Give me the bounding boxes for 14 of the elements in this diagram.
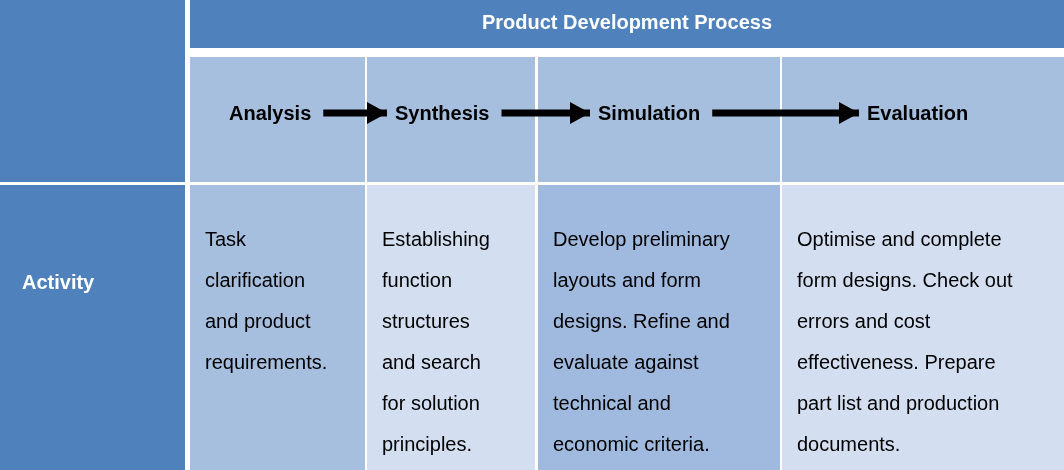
stage-label: Simulation bbox=[598, 101, 701, 125]
activity-text: Establishing function structures and search for solution principles. bbox=[367, 185, 535, 470]
activity-text: Task clarification and product requirements. bbox=[190, 185, 365, 470]
row-header: Activity bbox=[0, 185, 185, 470]
arrow bbox=[712, 102, 859, 124]
title-band: Product Development Process bbox=[190, 0, 1064, 48]
activity-text: Develop preliminary layouts and form designs. Refine and evaluate against technical and economic criteria. bbox=[538, 185, 780, 470]
header-cell bbox=[0, 0, 185, 182]
stage-label: Evaluation bbox=[867, 101, 969, 125]
stage-label: Synthesis bbox=[395, 101, 490, 125]
arrow bbox=[501, 102, 590, 124]
stage-label: Analysis bbox=[229, 101, 312, 125]
arrow bbox=[323, 102, 387, 124]
activity-text: Optimise and complete form designs. Check out errors and cost effectiveness. Prepare part list and production documents. bbox=[782, 185, 1064, 470]
